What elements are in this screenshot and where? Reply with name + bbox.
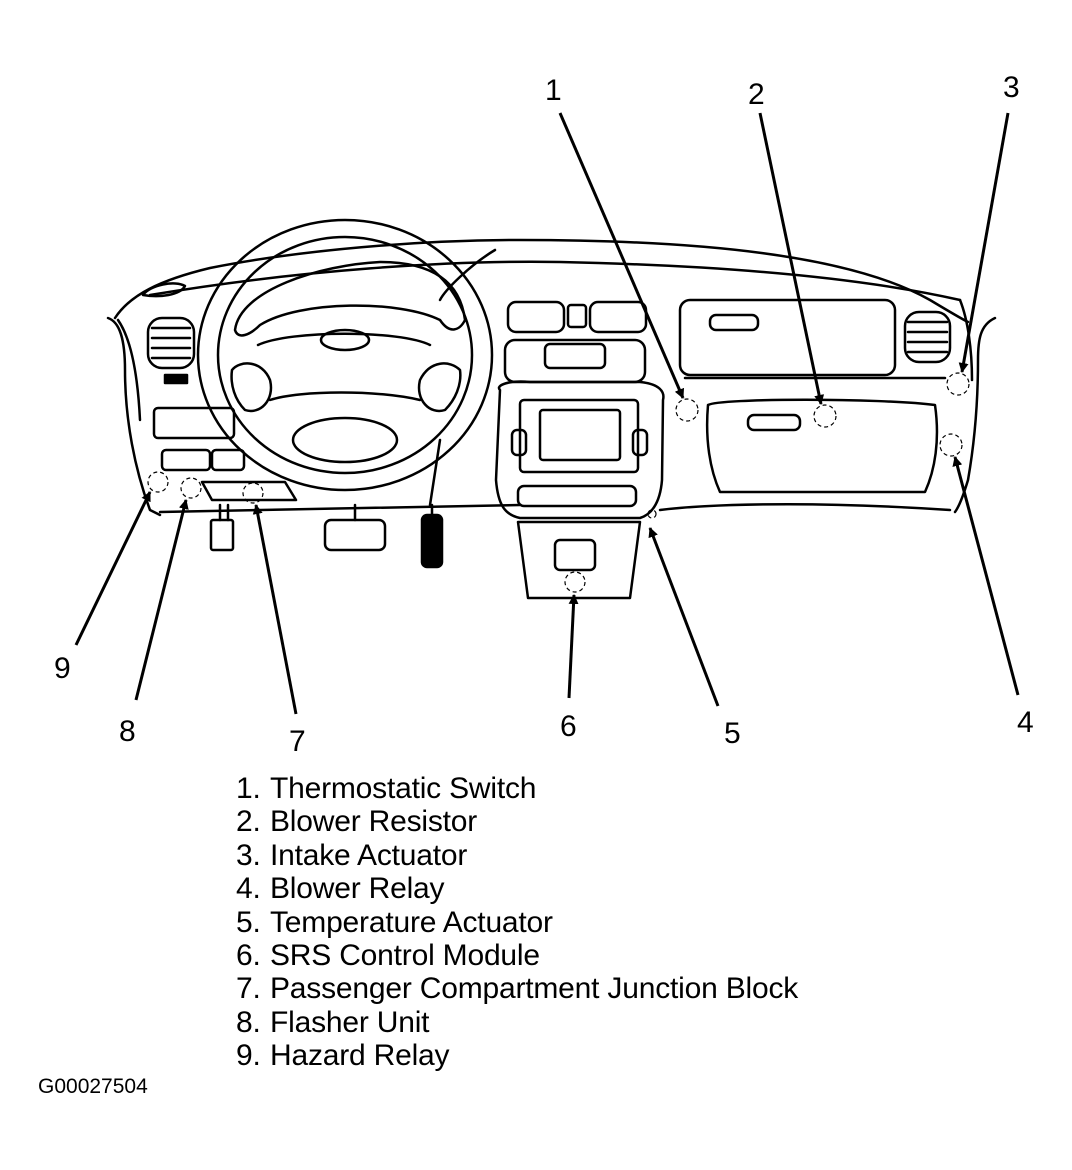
legend-item: 5. Temperature Actuator [236,906,798,939]
leader-arrow-6 [567,594,579,699]
callout-number-5: 5 [724,717,741,750]
legend-item: 1. Thermostatic Switch [236,772,798,805]
location-marker-7 [242,482,264,504]
leader-arrow-8 [134,499,189,701]
leader-arrow-3 [958,112,1010,373]
location-marker-3 [946,372,970,396]
radio-display [538,408,622,462]
legend-number: 2. [236,805,261,839]
junction-block-cover [200,480,298,502]
upper-glovebox [678,298,897,377]
leader-arrow-5 [648,527,720,707]
location-marker-8 [180,477,202,499]
glovebox [705,398,939,494]
brake-pedal [323,518,387,552]
legend-item: 7. Passenger Compartment Junction Block [236,972,798,1005]
legend-number: 8. [236,1005,261,1039]
dashboard-lower-line [158,503,522,514]
legend-item: 4. Blower Relay [236,872,798,905]
legend-item: 6. SRS Control Module [236,939,798,972]
leader-arrow-4 [952,456,1020,696]
right-vent [903,310,952,364]
parking-brake-pedal [209,518,235,552]
legend-label: Hazard Relay [270,1039,450,1073]
dashboard-right-end [953,316,997,514]
callout-number-7: 7 [289,725,306,758]
instrument-cluster [233,260,467,337]
location-marker-4 [939,433,963,457]
callout-number-9: 9 [54,652,71,685]
location-marker-5 [647,509,657,519]
dashboard-upper-line [148,260,962,302]
callout-number-6: 6 [560,710,577,743]
left-defrost-vent [141,282,187,298]
callout-number-8: 8 [119,715,136,748]
callout-number-2: 2 [748,78,765,111]
center-console [516,520,642,600]
climate-control-panel [503,338,647,384]
legend-label: Blower Relay [270,872,445,906]
legend-label: Flasher Unit [270,1005,430,1039]
legend-number: 7. [236,972,261,1006]
center-vent-right [588,300,648,334]
legend-label: Thermostatic Switch [270,772,537,805]
legend-number: 4. [236,872,261,906]
legend-item: 8. Flasher Unit [236,1006,798,1039]
leader-arrow-1 [558,112,685,399]
legend-number: 5. [236,905,261,939]
location-marker-2 [813,404,837,428]
legend-item: 2. Blower Resistor [236,805,798,838]
legend-number: 6. [236,939,261,973]
location-marker-1 [675,398,699,422]
legend-label: Blower Resistor [270,805,478,839]
callout-number-3: 3 [1003,71,1020,104]
left-vent [146,316,196,370]
center-vent-left [506,300,566,334]
accelerator-pedal [420,513,444,569]
legend-number: 1. [236,772,261,805]
legend-item: 9. Hazard Relay [236,1039,798,1072]
dashboard-left-end [106,316,162,517]
legend-number: 3. [236,838,261,872]
location-marker-6 [564,571,586,593]
legend-item: 3. Intake Actuator [236,839,798,872]
dashboard-top-edge [113,238,970,324]
callout-number-4: 4 [1017,706,1034,739]
location-marker-9 [147,471,169,493]
center-stack-bezel [494,380,665,520]
steering-wheel-outer [196,218,494,492]
callout-number-1: 1 [545,74,562,107]
radio-unit [518,398,640,474]
left-switch-panel [152,406,236,440]
leader-arrow-9 [74,491,152,646]
steering-wheel-emblem [319,328,371,352]
legend-label: SRS Control Module [270,939,540,973]
leader-arrow-2 [758,112,825,405]
dashboard-diagram [74,112,1020,715]
leader-arrow-7 [252,504,298,715]
legend-number: 9. [236,1039,261,1073]
component-legend: 1.Thermostatic Switch 2.Blower Resistor … [236,772,798,1073]
legend-label: Intake Actuator [270,838,468,872]
legend-label: Temperature Actuator [270,905,553,939]
legend-label: Passenger Compartment Junction Block [270,972,799,1006]
figure-id: G00027504 [38,1075,148,1098]
